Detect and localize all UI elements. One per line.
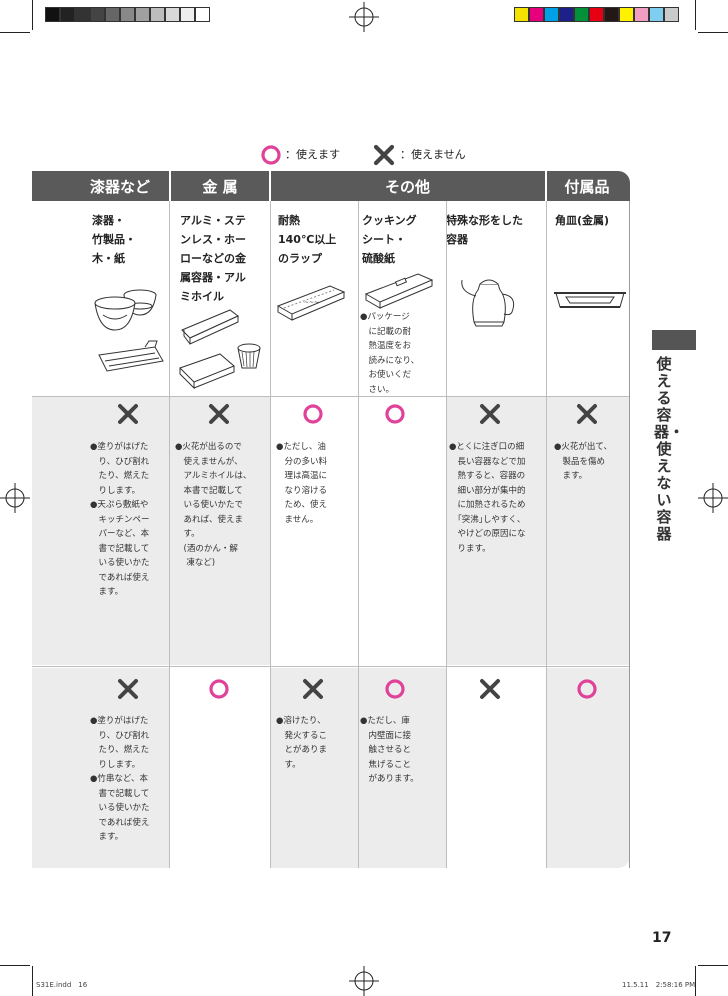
row1-ok-icon xyxy=(385,404,405,424)
row2-ng-icon xyxy=(480,679,500,699)
row1-note-square-tray: ●火花が出て、 製品を傷め ます。 xyxy=(554,442,612,481)
row1-ng-icon xyxy=(480,404,500,424)
row2-white-cell xyxy=(170,668,270,868)
col-divider xyxy=(358,201,359,868)
row1-ng-icon xyxy=(209,404,229,424)
table-right-border xyxy=(629,201,630,868)
header-divider xyxy=(169,171,171,201)
ng-cross-icon xyxy=(373,144,395,166)
row-divider xyxy=(32,396,630,397)
header-band xyxy=(32,171,630,201)
header-accessory: 付属品 xyxy=(564,177,610,196)
registration-mark-left-icon xyxy=(0,483,30,513)
cooking-sheet-illustration xyxy=(364,273,434,309)
ok-circle-icon xyxy=(261,145,281,165)
col-divider xyxy=(169,201,170,868)
item-label-metal: アルミ・ステンレス・ホーローなどの金属容器・アルミホイル xyxy=(180,214,246,303)
row1-white-cell xyxy=(270,397,358,665)
row2-ok-icon xyxy=(577,679,597,699)
teapot-illustration xyxy=(461,279,515,327)
footer-timestamp: 11.5.11 2:58:16 PM xyxy=(622,981,696,989)
lacquer-bowls-illustration xyxy=(94,289,164,372)
item-label-cooking-sheet: クッキングシート・硫酸紙 xyxy=(362,214,417,265)
row2-ng-icon xyxy=(118,679,138,699)
row2-white-cell xyxy=(446,668,546,868)
row2-ok-icon xyxy=(209,679,229,699)
item-note-cooking-sheet: ●パッケージ に記載の耐 熱温度をお 読みになり、 お使いくだ さい。 xyxy=(360,312,420,395)
header-other: その他 xyxy=(384,177,430,196)
side-title: 使える容器・使えない容器 xyxy=(654,355,685,543)
legend-ng-label: ：使えません xyxy=(400,148,466,161)
row2-ok-icon xyxy=(385,679,405,699)
registration-mark-top-icon xyxy=(349,2,379,32)
row1-ok-icon xyxy=(303,404,323,424)
page-number: 17 xyxy=(652,930,672,946)
row1-note-lacquerware: ●塗りがはげた り、ひび割れ たり、燃えた りします。●天ぷら敷紙や キッチンペ… xyxy=(90,442,150,597)
item-label-lacquerware: 漆器・竹製品・木・紙 xyxy=(92,214,136,265)
footer-file-name: S31E.indd 16 xyxy=(36,981,88,989)
side-tab-marker xyxy=(652,330,696,350)
svg-text:~~~: ~~~ xyxy=(304,299,319,306)
row-divider xyxy=(32,666,630,667)
row2-note-cooking-sheet: ●ただし、庫 内壁面に接 触させると 焦げること があります。 xyxy=(360,716,419,784)
header-lacquerware: 漆器など xyxy=(90,177,151,196)
legend-ok-label: ：使えます xyxy=(285,148,340,161)
header-divider xyxy=(545,171,547,201)
item-label-square-tray: 角皿(金属) xyxy=(555,214,610,227)
item-label-special-shape: 特殊な形をした容器 xyxy=(446,214,523,246)
header-divider xyxy=(269,171,271,201)
row1-note-metal: ●火花が出るので 使えませんが、 アルミホイルは、 本書で記載して いる使いかた… xyxy=(175,442,252,568)
row2-note-lacquerware: ●塗りがはげた り、ひび割れ たり、燃えた りします。●竹串など、本 書で記載し… xyxy=(90,716,150,842)
square-tray-illustration xyxy=(554,292,626,308)
header-metal: 金 属 xyxy=(202,177,238,196)
row2-ng-icon xyxy=(303,679,323,699)
row2-note-wrap: ●溶けたり、 発火するこ とがありま す。 xyxy=(276,716,328,770)
col-divider xyxy=(270,201,271,868)
registration-mark-right-icon xyxy=(698,483,728,513)
row1-note-wrap: ●ただし、油 分の多い料 理は高温に なり溶ける ため、使え ません。 xyxy=(276,442,328,525)
plastic-wrap-illustration: ~~~ xyxy=(276,285,346,321)
row1-ng-icon xyxy=(577,404,597,424)
registration-mark-bottom-icon xyxy=(349,966,379,996)
row1-white-cell xyxy=(358,397,446,665)
row1-note-special-shape: ●とくに注ぎ口の細 長い容器などで加 熱すると、容器の 細い部分が集中的 に加熱… xyxy=(449,442,526,554)
metal-containers-illustration xyxy=(179,309,261,390)
col-divider xyxy=(546,201,547,868)
row1-ng-icon xyxy=(118,404,138,424)
col-divider xyxy=(446,201,447,868)
